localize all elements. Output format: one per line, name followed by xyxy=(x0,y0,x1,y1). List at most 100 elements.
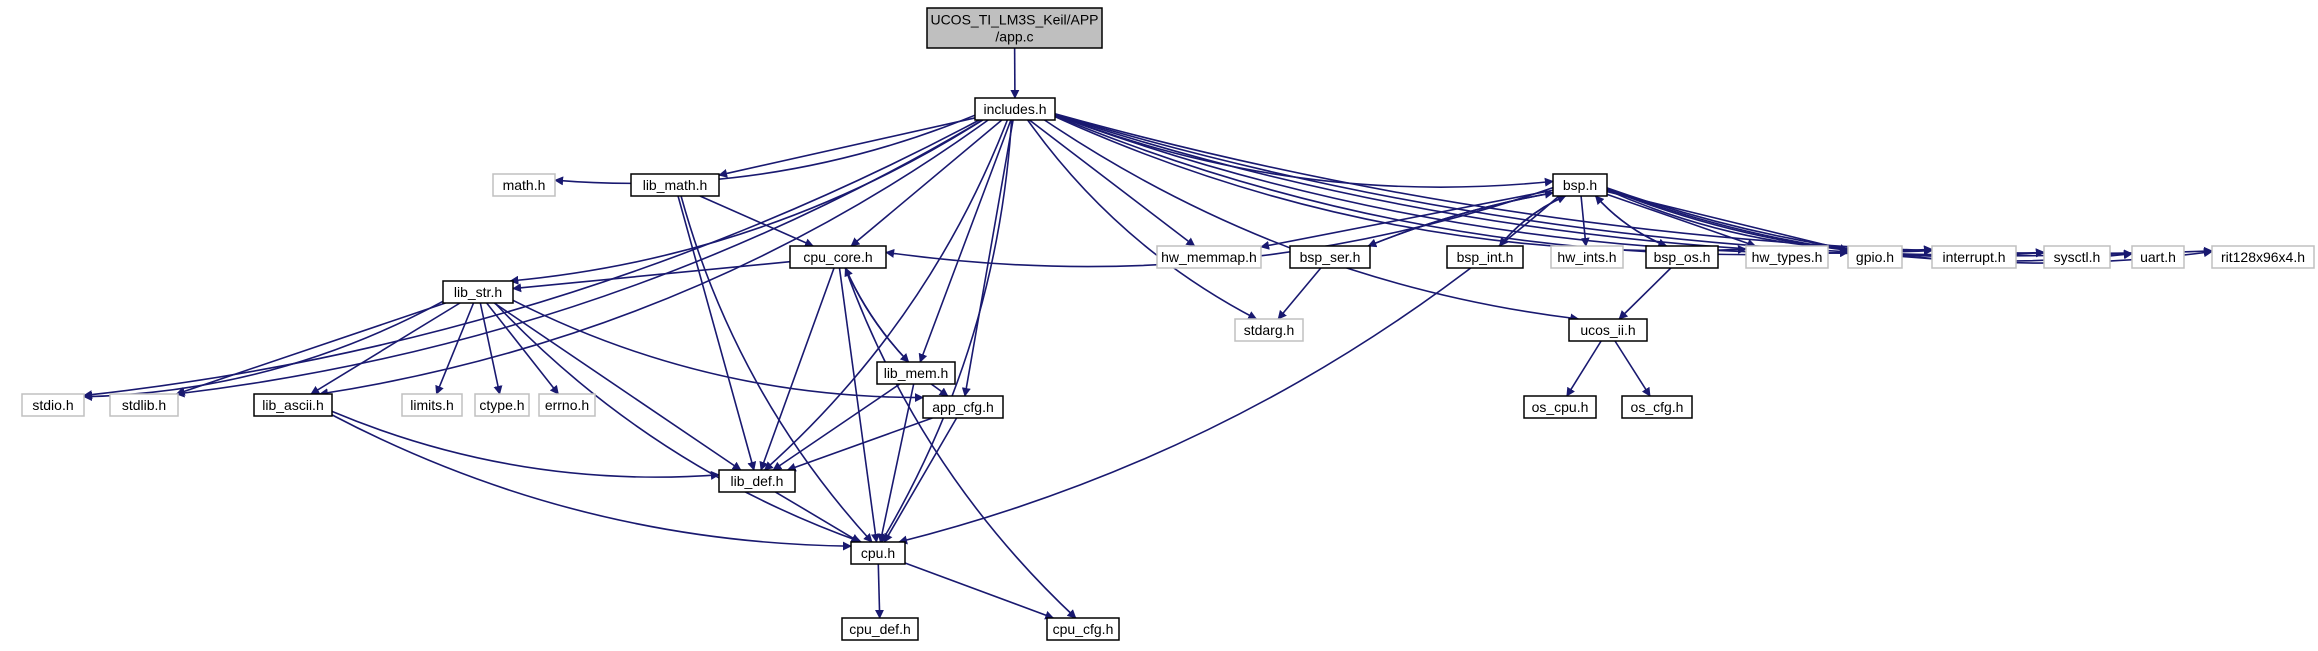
edge-lib_ascii-to-cpu xyxy=(331,414,852,551)
node-cpu_def-label: cpu_def.h xyxy=(849,621,911,637)
node-ucos_ii[interactable]: ucos_ii.h xyxy=(1568,318,1648,342)
node-includes-box xyxy=(974,97,1056,121)
node-stdlib-label: stdlib.h xyxy=(122,397,166,413)
node-bsp_int-box xyxy=(1446,245,1524,269)
node-cpu_cfg[interactable]: cpu_cfg.h xyxy=(1046,617,1120,641)
node-hw_types: hw_types.h xyxy=(1745,245,1829,269)
node-lib_mem[interactable]: lib_mem.h xyxy=(876,361,956,385)
node-os_cpu-label: os_cpu.h xyxy=(1532,399,1589,415)
node-hw_memmap-box xyxy=(1156,245,1262,269)
node-ctype-label: ctype.h xyxy=(479,397,524,413)
edge-lib_mem-to-lib_def xyxy=(772,383,901,471)
node-lib_ascii-box xyxy=(253,393,333,417)
edge-lib_def-to-cpu xyxy=(775,491,861,543)
node-lib_ascii[interactable]: lib_ascii.h xyxy=(253,393,333,417)
edge-includes-to-hw_types xyxy=(1054,115,1747,255)
edge-includes-to-sysctl xyxy=(1054,113,2045,258)
node-hw_ints-box xyxy=(1550,245,1624,269)
node-lib_str[interactable]: lib_str.h xyxy=(442,280,514,304)
node-os_cfg-box xyxy=(1621,395,1693,419)
file-nodes: UCOS_TI_LM3S_Keil/APP/app.c includes.h mat… xyxy=(21,7,2315,641)
node-uart-label: uart.h xyxy=(2140,249,2176,265)
node-cpu-box xyxy=(850,541,906,565)
node-ucos_ii-label: ucos_ii.h xyxy=(1580,322,1635,338)
edge-bsp-to-hw_memmap xyxy=(1260,189,1554,250)
node-lib_mem-label: lib_mem.h xyxy=(884,365,949,381)
node-lib_math[interactable]: lib_math.h xyxy=(630,173,720,197)
edge-bsp_ser-to-bsp xyxy=(1367,189,1554,247)
node-bsp_int[interactable]: bsp_int.h xyxy=(1446,245,1524,269)
node-cpu_cfg-label: cpu_cfg.h xyxy=(1053,621,1114,637)
node-cpu-label: cpu.h xyxy=(861,545,895,561)
node-root-label: UCOS_TI_LM3S_Keil/APP xyxy=(930,12,1098,28)
node-hw_types-box xyxy=(1745,245,1829,269)
edge-lib_mem-to-app_cfg xyxy=(930,383,949,397)
edge-cpu-to-cpu_cfg xyxy=(904,562,1055,620)
node-lib_mem-box xyxy=(876,361,956,385)
node-uart: uart.h xyxy=(2131,245,2185,269)
node-hw_ints-label: hw_ints.h xyxy=(1557,249,1616,265)
edge-bsp-to-hw_ints xyxy=(1580,195,1590,247)
node-lib_str-box xyxy=(442,280,514,304)
node-gpio-box xyxy=(1847,245,1903,269)
edge-ucos_ii-to-os_cfg xyxy=(1614,340,1651,397)
node-bsp_ser[interactable]: bsp_ser.h xyxy=(1289,245,1371,269)
node-lib_math-box xyxy=(630,173,720,197)
node-lib_def-box xyxy=(718,469,796,493)
edge-bsp_int-to-bsp xyxy=(1498,195,1567,247)
node-bsp-label: bsp.h xyxy=(1563,177,1597,193)
node-cpu[interactable]: cpu.h xyxy=(850,541,906,565)
edge-bsp-to-hw_types xyxy=(1606,193,1757,248)
node-sysctl-box xyxy=(2043,245,2111,269)
node-cpu_cfg-box xyxy=(1046,617,1120,641)
node-bsp_ser-label: bsp_ser.h xyxy=(1300,249,1361,265)
node-os_cfg[interactable]: os_cfg.h xyxy=(1621,395,1693,419)
edge-lib_str-to-cpu xyxy=(494,302,862,544)
node-uart-box xyxy=(2131,245,2185,269)
node-hw_memmap-label: hw_memmap.h xyxy=(1161,249,1257,265)
edge-includes-to-lib_ascii xyxy=(318,119,989,398)
edge-includes-to-cpu_core xyxy=(850,119,1003,247)
node-stdlib-box xyxy=(109,393,179,417)
node-cpu_core[interactable]: cpu_core.h xyxy=(789,245,887,269)
node-cpu_def[interactable]: cpu_def.h xyxy=(841,617,919,641)
node-includes[interactable]: includes.h xyxy=(974,97,1056,121)
node-root[interactable]: UCOS_TI_LM3S_Keil/APP/app.c xyxy=(926,7,1103,49)
edge-includes-to-app_cfg xyxy=(961,119,1014,397)
node-limits: limits.h xyxy=(401,393,463,417)
edge-bsp_os-to-ucos_ii xyxy=(1618,267,1672,320)
node-cpu_core-box xyxy=(789,245,887,269)
node-stdarg: stdarg.h xyxy=(1234,318,1304,342)
node-bsp[interactable]: bsp.h xyxy=(1552,173,1608,197)
edge-cpu-to-cpu_def xyxy=(874,563,884,619)
node-app_cfg-label: app_cfg.h xyxy=(932,399,994,415)
node-root-box xyxy=(926,7,1103,49)
node-bsp_os[interactable]: bsp_os.h xyxy=(1645,245,1719,269)
node-root-label: /app.c xyxy=(995,29,1033,45)
edge-includes-to-gpio xyxy=(1054,115,1849,258)
node-errno-box xyxy=(538,393,596,417)
node-cpu_def-box xyxy=(841,617,919,641)
node-bsp_int-label: bsp_int.h xyxy=(1457,249,1514,265)
edge-lib_str-to-ctype xyxy=(479,302,503,395)
node-os_cpu-box xyxy=(1523,395,1597,419)
edge-includes-to-hw_memmap xyxy=(1028,119,1196,247)
edge-includes-to-stdarg xyxy=(1026,119,1258,320)
edge-includes-to-cpu xyxy=(880,119,1013,543)
node-os_cpu[interactable]: os_cpu.h xyxy=(1523,395,1597,419)
edge-cpu_core-to-cpu xyxy=(838,267,880,543)
node-includes-label: includes.h xyxy=(983,101,1046,117)
node-stdarg-box xyxy=(1234,318,1304,342)
node-errno-label: errno.h xyxy=(545,397,589,413)
edge-lib_math-to-cpu xyxy=(680,195,873,543)
edge-lib_str-to-limits xyxy=(435,302,475,395)
edge-bsp_os-to-bsp xyxy=(1594,195,1667,247)
node-stdio: stdio.h xyxy=(21,393,85,417)
edge-app_cfg-to-lib_def xyxy=(786,417,933,472)
node-lib_def[interactable]: lib_def.h xyxy=(718,469,796,493)
edge-includes-to-lib_def xyxy=(763,119,1009,471)
node-math-label: math.h xyxy=(503,177,546,193)
node-app_cfg[interactable]: app_cfg.h xyxy=(922,395,1004,419)
edge-app_cfg-to-cpu xyxy=(883,417,958,543)
edge-lib_str-to-stdlib xyxy=(175,302,446,396)
